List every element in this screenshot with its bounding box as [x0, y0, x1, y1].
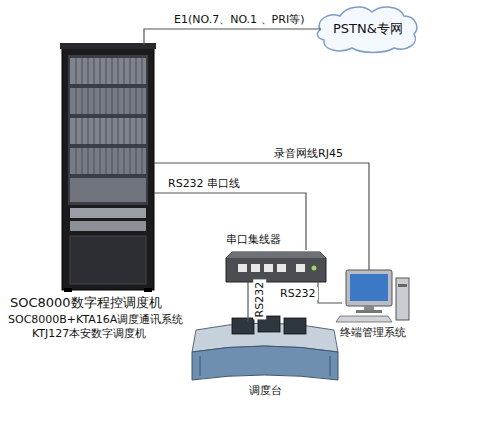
node-title: 串口集线器	[226, 233, 281, 246]
cable-line	[154, 193, 306, 250]
cable-path	[318, 282, 342, 303]
pc-drawing	[336, 270, 409, 322]
cable-label: E1(NO.7、NO.1 、PRI等)	[172, 13, 306, 26]
cable-line	[318, 282, 342, 303]
node-subtitle: KTJ127本安数字调度机	[32, 327, 146, 340]
node-title: 终端管理系统	[340, 326, 406, 339]
cloud-node: PSTN&专网	[318, 6, 418, 52]
cable-label: RS232	[253, 280, 266, 320]
cable-path	[154, 163, 369, 270]
cloud-shape	[317, 7, 416, 52]
cable-line	[154, 163, 369, 270]
cable-path	[154, 193, 306, 250]
cable-label: RS232 串口线	[166, 177, 242, 190]
dispatch-console: 调度台	[190, 318, 340, 380]
console-drawing	[192, 316, 338, 380]
cable-label: RS232	[278, 287, 318, 300]
cable-path	[144, 29, 321, 45]
node-subtitle: SOC8000B+KTA16A调度通讯系统	[8, 313, 183, 326]
cabinet-drawing	[60, 43, 156, 292]
node-title: PSTN&专网	[333, 21, 403, 37]
terminal-pc: 终端管理系统	[342, 268, 410, 324]
serial-hub: 串口集线器	[226, 250, 326, 282]
hub-drawing	[226, 252, 326, 282]
cable-line	[248, 282, 249, 322]
cable-line	[144, 29, 321, 45]
node-title: SOC8000数字程控调度机	[10, 295, 162, 311]
dispatcher-cabinet: SOC8000数字程控调度机SOC8000B+KTA16A调度通讯系统KTJ12…	[62, 45, 154, 290]
cable-label: 录音网线RJ45	[272, 147, 345, 160]
cable-path	[247, 282, 248, 322]
node-title: 调度台	[249, 384, 282, 397]
